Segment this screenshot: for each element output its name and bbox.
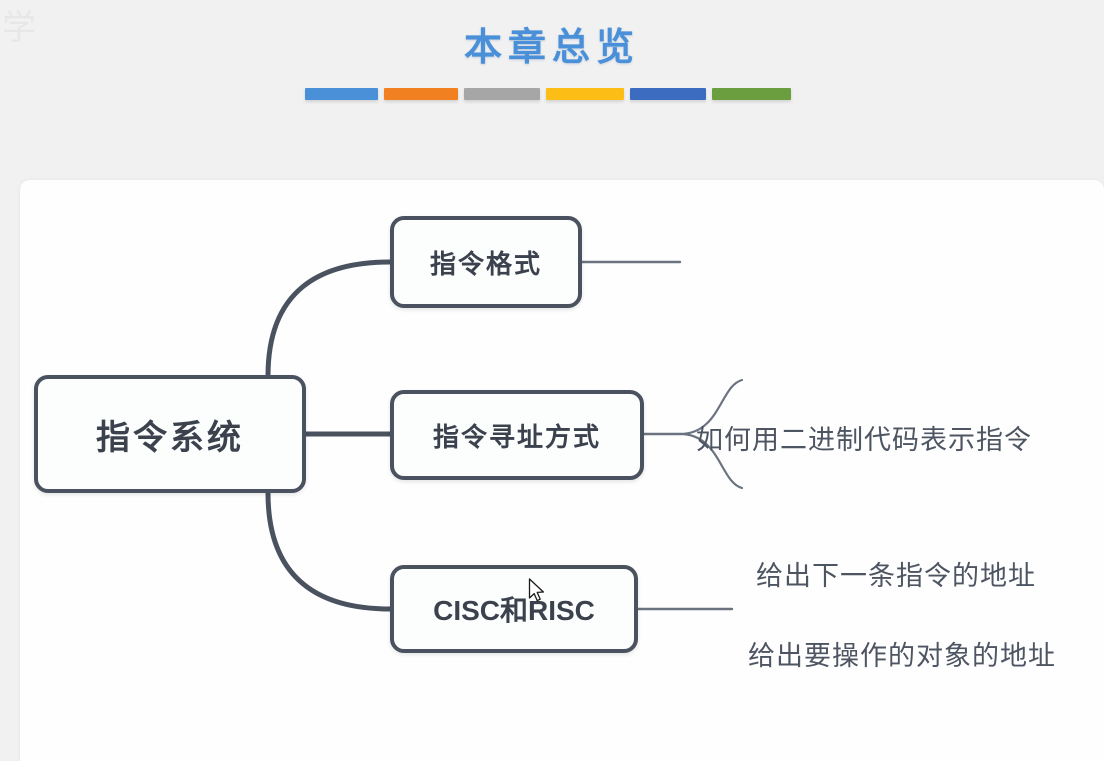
accent-bar-group: [305, 88, 791, 100]
mindmap-leaf-text-1: 如何用二进制代码表示指令: [696, 425, 1032, 455]
mindmap-leaf-text-3: 给出要操作的对象的地址: [748, 641, 1056, 671]
mindmap-branch-node-3[interactable]: CISC和RISC: [390, 565, 638, 653]
watermark-logo: 学: [2, 8, 36, 48]
accent-bar-green: [712, 88, 791, 100]
mindmap-branch-label-1: 指令格式: [429, 248, 542, 279]
accent-bar-gray: [464, 88, 540, 100]
mindmap-root-label: 指令系统: [96, 418, 244, 457]
mindmap-branch-node-1[interactable]: 指令格式: [390, 216, 582, 308]
mindmap-connectors: [265, 259, 744, 612]
page-title: 本章总览: [463, 27, 640, 69]
mindmap-leaf-text-2: 给出下一条指令的地址: [756, 561, 1036, 591]
accent-bar-darkblue: [630, 88, 706, 100]
mindmap-branch-label-2: 指令寻址方式: [432, 421, 601, 452]
mindmap-branch-label-3: CISC和RISC: [433, 595, 595, 626]
accent-bar-yellow: [546, 88, 624, 100]
content-card: 指令系统 指令格式 指令寻址方式 CISC和RISC 如何用二进制代码表示指令 …: [20, 180, 1104, 761]
mindmap-root-node[interactable]: 指令系统: [34, 375, 306, 493]
accent-bar-blue: [305, 88, 378, 100]
accent-bar-orange: [384, 88, 458, 100]
mindmap-branch-node-2[interactable]: 指令寻址方式: [390, 390, 644, 480]
